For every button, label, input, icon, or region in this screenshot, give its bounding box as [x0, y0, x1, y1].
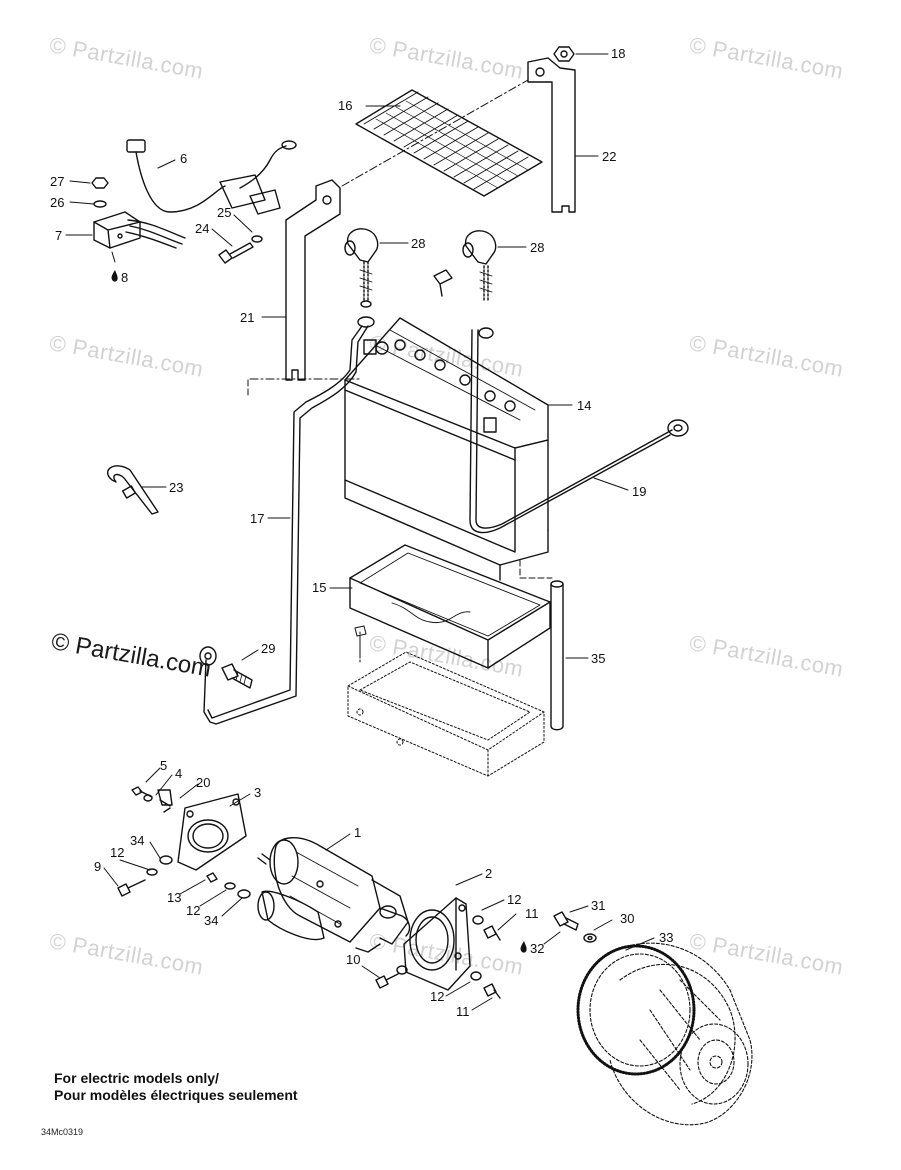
terminal-cover-28-right [463, 231, 496, 300]
callout-31: 31 [591, 898, 606, 913]
callout-17: 17 [250, 511, 265, 526]
callout-35: 35 [591, 651, 606, 666]
callout-16: 16 [338, 98, 353, 113]
callout-30: 30 [620, 911, 635, 926]
battery-tray-15 [350, 545, 550, 668]
callout-9: 9 [94, 859, 102, 874]
bolt-24 [219, 236, 262, 263]
screw-15 [355, 626, 366, 656]
callout-34: 34 [130, 833, 145, 848]
callout-27: 27 [50, 174, 65, 189]
callout-8: 8 [121, 270, 129, 285]
fasteners-right [376, 916, 500, 998]
callout-21: 21 [240, 310, 255, 325]
drop-icon [111, 270, 118, 282]
caption-line-1: For electric models only/ [54, 1070, 219, 1086]
callout-12: 12 [110, 845, 125, 860]
callout-13: 13 [167, 890, 182, 905]
battery-14 [345, 318, 548, 580]
bolt-31 [554, 912, 596, 942]
callout-7: 7 [55, 228, 63, 243]
callout-11: 11 [456, 1004, 470, 1019]
caption-line-2: Pour modèles électriques seulement [54, 1087, 298, 1103]
ring-gear-flywheel-33 [578, 943, 752, 1125]
callout-34: 34 [204, 913, 219, 928]
callout-25: 25 [217, 205, 232, 220]
drop-icon [520, 941, 527, 953]
callout-4: 4 [175, 766, 183, 781]
negative-cable-19 [470, 328, 688, 533]
positive-cable-17 [200, 317, 374, 724]
vent-tube-35 [551, 581, 563, 730]
callout-10: 10 [346, 952, 361, 967]
callout-32: 32 [530, 941, 545, 956]
terminal-screw [434, 270, 452, 296]
callout-20: 20 [196, 775, 211, 790]
callout-28: 28 [411, 236, 426, 251]
callout-29: 29 [261, 641, 276, 656]
fasteners-upper [132, 787, 172, 812]
support-bracket-2 [404, 898, 470, 990]
fasteners-left [118, 856, 250, 898]
callout-26: 26 [50, 195, 65, 210]
callout-12: 12 [186, 903, 201, 918]
callout-12: 12 [507, 892, 522, 907]
terminal-cover-28-left [345, 229, 378, 307]
diagram-caption: For electric models only/ Pour modèles é… [54, 1070, 298, 1104]
callout-23: 23 [169, 480, 184, 495]
callout-6: 6 [180, 151, 188, 166]
callout-1: 1 [354, 825, 362, 840]
gasket-3 [178, 794, 246, 870]
solenoid-relay-7 [92, 178, 185, 248]
nut-18 [554, 47, 574, 61]
callout-2: 2 [485, 866, 493, 881]
callout-3: 3 [254, 785, 262, 800]
hold-down-strap-22 [528, 58, 575, 212]
callout-11: 11 [525, 906, 539, 921]
callout-15: 15 [312, 580, 327, 595]
callout-33: 33 [659, 930, 674, 945]
callout-18: 18 [611, 46, 626, 61]
dashed-tray-outline [348, 632, 544, 776]
drawing-code: 34Mc0319 [41, 1127, 84, 1137]
callout-12: 12 [430, 989, 445, 1004]
cable-tie-23 [108, 466, 158, 514]
callout-19: 19 [632, 484, 647, 499]
battery-pad-16 [356, 90, 542, 196]
callout-22: 22 [602, 149, 617, 164]
callout-24: 24 [195, 221, 210, 236]
leader-lines [66, 54, 654, 1010]
bracket-21 [286, 180, 340, 380]
wiring-harness-6 [127, 140, 296, 214]
callout-14: 14 [577, 398, 592, 413]
callout-5: 5 [160, 758, 168, 773]
bolt-29 [222, 664, 252, 688]
callout-28: 28 [530, 240, 545, 255]
starter-motor-1 [258, 838, 409, 952]
